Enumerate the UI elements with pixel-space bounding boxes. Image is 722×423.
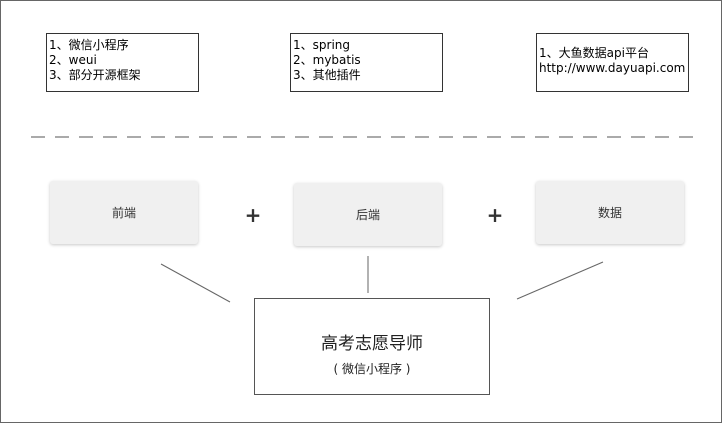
frontend-block: 前端 xyxy=(50,181,198,244)
app-subtitle: ( 微信小程序 ) xyxy=(333,362,411,376)
note-line: 1、微信小程序 xyxy=(49,38,129,52)
connector-data xyxy=(516,261,604,300)
app-title: 高考志愿导师 xyxy=(321,334,423,354)
plus-operator: + xyxy=(244,203,262,227)
backend-block: 后端 xyxy=(294,183,442,246)
data-source-note: 1、大鱼数据api平台 http://www.dayuapi.com xyxy=(536,33,689,92)
backend-label: 后端 xyxy=(355,208,380,222)
note-line: http://www.dayuapi.com xyxy=(539,61,686,75)
backend-tech-note: 1、spring 2、mybatis 3、其他插件 xyxy=(290,33,443,92)
plus-operator: + xyxy=(486,203,504,227)
note-line: 1、大鱼数据api平台 xyxy=(539,46,649,60)
note-line: 3、其他插件 xyxy=(293,68,361,82)
frontend-tech-note: 1、微信小程序 2、weui 3、部分开源框架 xyxy=(46,33,199,92)
app-box: 高考志愿导师 ( 微信小程序 ) xyxy=(254,298,490,395)
frontend-label: 前端 xyxy=(111,206,136,220)
note-line: 2、weui xyxy=(49,53,97,67)
note-line: 2、mybatis xyxy=(293,53,361,67)
data-label: 数据 xyxy=(597,206,622,220)
note-line: 3、部分开源框架 xyxy=(49,68,141,82)
data-block: 数据 xyxy=(536,181,684,244)
note-line: 1、spring xyxy=(293,38,350,52)
connector-frontend xyxy=(160,263,231,303)
